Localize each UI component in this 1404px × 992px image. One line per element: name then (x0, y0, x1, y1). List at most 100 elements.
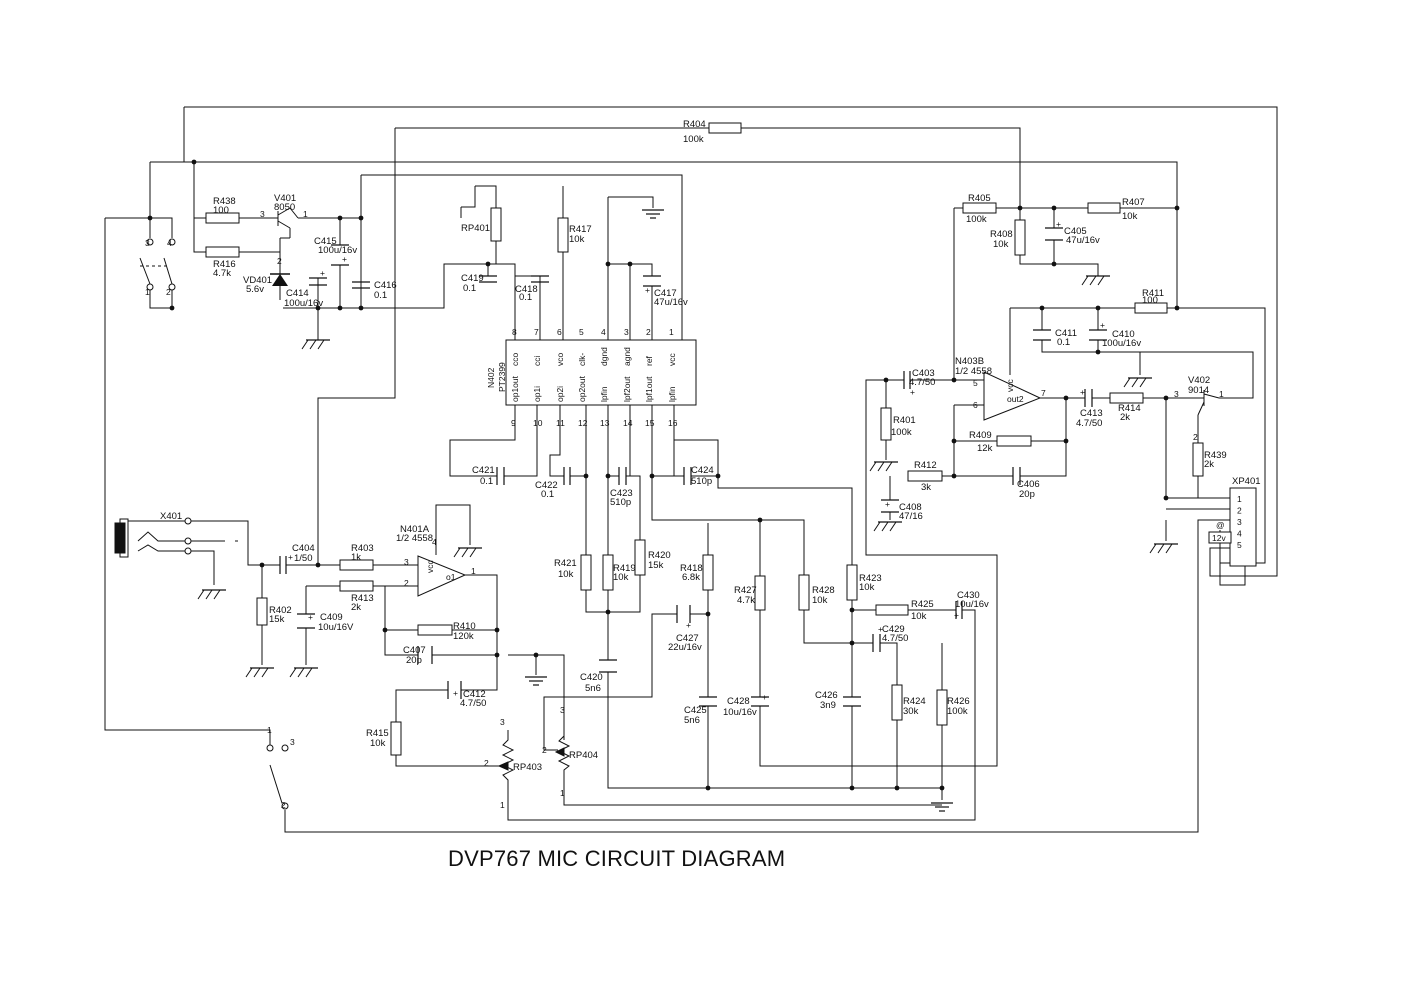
label-c408-ref: C408 (899, 502, 922, 513)
svg-text:3: 3 (1174, 389, 1179, 399)
label-n401a-ref: N401A (400, 524, 430, 535)
label-r420-val: 15k (648, 560, 664, 571)
label-c409-val: 10u/16V (318, 622, 354, 633)
ic-n402 (505, 339, 697, 406)
svg-text:2: 2 (1193, 432, 1198, 442)
svg-text:2: 2 (404, 578, 409, 588)
ic-top-pin-number: 6 (557, 327, 562, 337)
label-c405-ref: C405 (1064, 226, 1087, 237)
label-c412-val: 4.7/50 (460, 698, 486, 709)
resistor-r427 (754, 575, 766, 611)
label-r401-val: 100k (891, 427, 912, 438)
label-c414-val: 100u/16v (284, 298, 323, 309)
ic-top-pin-number: 3 (624, 327, 629, 337)
label-r423-ref: R423 (859, 573, 882, 584)
resistor-r414 (1109, 392, 1144, 404)
label-c411-ref: C411 (1055, 328, 1077, 339)
ic-bottom-pin-number: 15 (645, 418, 655, 428)
label-r439-val: 2k (1204, 459, 1214, 470)
label-c430-val: 10u/16v (955, 599, 989, 610)
svg-text:+: + (453, 688, 458, 698)
svg-text:+: + (1100, 320, 1105, 330)
ic-bottom-pin-name: lpf2out (622, 376, 632, 402)
xp401-pin-number: 3 (1237, 517, 1242, 527)
svg-text:1: 1 (471, 566, 476, 576)
zener-vd401 (270, 273, 290, 286)
svg-text:vcc: vcc (1005, 379, 1015, 393)
label-r425-ref: R425 (911, 599, 934, 610)
svg-text:+: + (645, 285, 650, 295)
label-c417-val: 47u/16v (654, 297, 688, 308)
svg-text:+: + (1056, 219, 1061, 229)
svg-text:1: 1 (1219, 389, 1224, 399)
label-r403-val: 1k (351, 552, 361, 563)
label-r403-ref: R403 (351, 543, 374, 554)
ic-top-pin-name: cco (510, 353, 520, 367)
svg-text:4: 4 (432, 537, 437, 547)
polarity-marks: ++ ++ ++ ++ ++ ++ ++ + (288, 219, 1105, 702)
label-r426-ref: R426 (947, 696, 970, 707)
ic-top-pin-name: ref (644, 355, 654, 366)
label-r407-ref: R407 (1122, 197, 1145, 208)
resistor-r409 (996, 435, 1032, 447)
resistor-r438 (205, 212, 240, 224)
resistor-r408 (1014, 219, 1026, 256)
svg-text:3: 3 (560, 705, 565, 715)
resistor-r416 (205, 246, 240, 258)
label-c426-ref: C426 (815, 690, 838, 701)
label-c414-ref: C414 (286, 288, 309, 299)
label-r426-val: 100k (947, 706, 968, 717)
ic-bottom-pin-number: 16 (668, 418, 678, 428)
label-r412-val: 3k (921, 482, 931, 493)
label-c418-ref: C418 (515, 284, 538, 295)
resistor-r424 (891, 684, 903, 721)
label-r404-val: 100k (683, 134, 704, 145)
label-c417-ref: C417 (654, 288, 677, 299)
ic-bottom-pin-name: op1out (510, 375, 520, 402)
resistor-r423 (846, 564, 858, 601)
resistor-r428 (798, 574, 810, 611)
label-c407-val: 20p (406, 655, 422, 666)
label-c423-ref: C423 (610, 488, 633, 499)
label-c425-ref: C425 (684, 705, 707, 716)
label-r401-ref: R401 (893, 415, 916, 426)
label-r411-ref: R411 (1142, 288, 1164, 299)
ic-top-pin-name: agnd (622, 347, 632, 366)
ic-top-pin-number: 2 (646, 327, 651, 337)
label-v401-val: 8050 (274, 202, 295, 213)
label-c419-ref: C419 (461, 273, 484, 284)
label-r410-ref: R410 (453, 621, 476, 632)
svg-text:1: 1 (267, 725, 272, 735)
label-n403b-val: 1/2 4558 (955, 366, 992, 377)
label-r408-val: 10k (993, 239, 1009, 250)
pot-rp403 (497, 730, 515, 790)
label-rp401-ref: RP401 (461, 223, 490, 234)
label-c418-val: 0.1 (519, 292, 532, 303)
label-r427-val: 4.7k (737, 595, 755, 606)
svg-text:o1: o1 (446, 572, 456, 582)
xp401-pin-number: 1 (1237, 494, 1242, 504)
resistor-r411 (1134, 302, 1168, 314)
svg-text:+: + (885, 499, 890, 509)
label-rp403-ref: RP403 (513, 762, 542, 773)
ic-bottom-pin-number: 14 (623, 418, 633, 428)
resistor-r420 (634, 539, 646, 576)
ic-bottom-pin-name: lpfin (667, 386, 677, 402)
label-c427-val: 22u/16v (668, 642, 702, 653)
label-c410-ref: C410 (1112, 329, 1135, 340)
label-r405-ref: R405 (968, 193, 991, 204)
svg-text:2: 2 (484, 758, 489, 768)
svg-text:out2: out2 (1007, 394, 1024, 404)
svg-text:3: 3 (290, 737, 295, 747)
resistors-vertical (256, 207, 1204, 756)
resistor-r418 (702, 554, 714, 591)
label-r402-ref: R402 (269, 605, 292, 616)
label-r404-ref: R404 (683, 119, 706, 130)
label-r428-val: 10k (812, 595, 828, 606)
wires (104, 106, 1278, 833)
label-c413-ref: C413 (1080, 408, 1103, 419)
svg-text:1: 1 (303, 209, 308, 219)
label-r416-val: 4.7k (213, 268, 231, 279)
xp401-pin-number: 4 (1237, 529, 1242, 539)
